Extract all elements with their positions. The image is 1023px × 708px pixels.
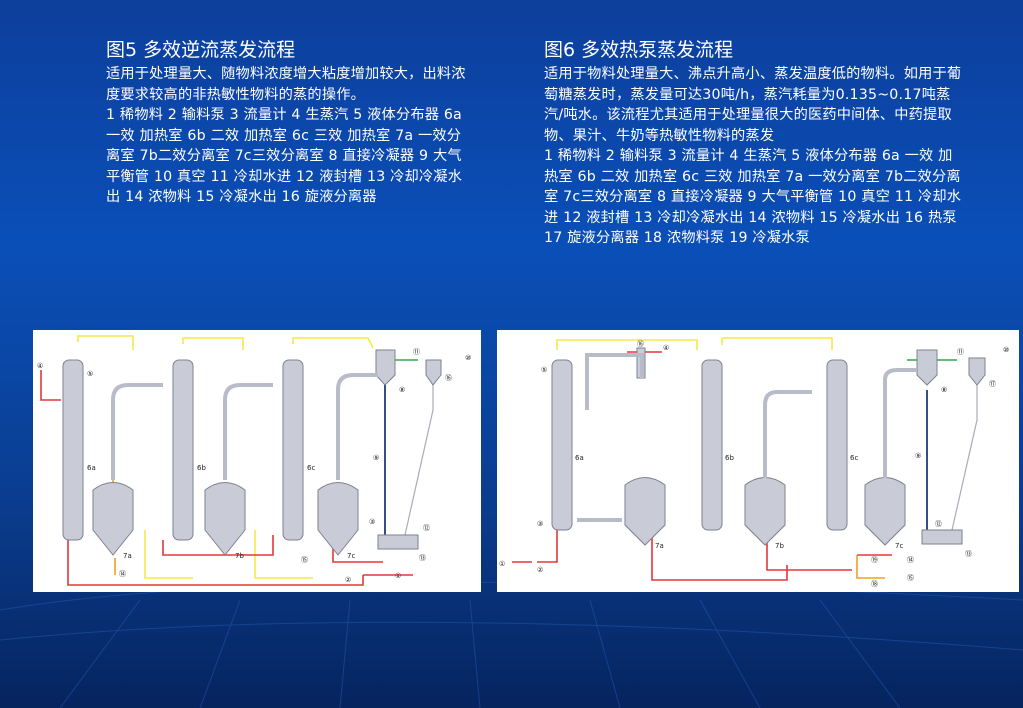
diagram-countercurrent: ④ ⑤ 6a 6b 6c 7a 7b 7c ⑧ ⑨ ⑪ ⑩ ⑯ ⑫ ⑬ ⑭ ⑮ … (33, 330, 481, 592)
heating-chamber-6a (62, 359, 84, 541)
label-8: ⑧ (399, 386, 405, 394)
label-7c: 7c (895, 542, 903, 550)
label-1: ① (395, 572, 401, 580)
label-18: ⑱ (871, 580, 878, 588)
label-3: ③ (369, 518, 375, 526)
heating-chamber-6c (826, 359, 848, 531)
label-2: ② (537, 566, 543, 574)
separator-7a (624, 477, 666, 546)
liquid-seal-tank-12 (921, 529, 963, 545)
heating-chamber-6c (282, 359, 304, 541)
label-14: ⑭ (907, 556, 914, 564)
label-12: ⑫ (423, 524, 430, 532)
label-19: ⑲ (871, 556, 878, 564)
diagram-heat-pump: ④ ⑤ ⑯ 6a 6b 6c 7a 7b 7c ⑧ ⑨ ⑪ ⑩ ⑰ ⑫ ⑬ ③ … (497, 330, 1019, 592)
separator-7b (744, 477, 786, 546)
left-title: 图5 多效逆流蒸发流程 (106, 39, 296, 61)
label-1: ① (499, 560, 505, 568)
label-9: ⑨ (915, 452, 921, 460)
separator-7a (92, 482, 134, 556)
label-5: ⑤ (87, 370, 93, 378)
label-13: ⑬ (419, 554, 426, 562)
label-3: ③ (537, 520, 543, 528)
label-15: ⑮ (907, 574, 914, 582)
label-5: ⑤ (541, 366, 547, 374)
separator-7b (204, 482, 246, 556)
label-7b: 7b (235, 552, 244, 560)
label-6c: 6c (850, 454, 858, 462)
label-11: ⑪ (413, 348, 420, 356)
label-15: ⑮ (301, 556, 308, 564)
cyclone-separator-17 (968, 357, 986, 386)
label-6b: 6b (197, 464, 206, 472)
countercurrent-flow-svg: ④ ⑤ 6a 6b 6c 7a 7b 7c ⑧ ⑨ ⑪ ⑩ ⑯ ⑫ ⑬ ⑭ ⑮ … (37, 335, 471, 586)
label-6a: 6a (575, 454, 584, 462)
label-12: ⑫ (935, 520, 942, 528)
direct-condenser-8 (916, 349, 938, 386)
label-4: ④ (663, 344, 669, 352)
label-16: ⑯ (445, 374, 452, 382)
label-10: ⑩ (1003, 346, 1009, 354)
separator-7c (864, 477, 906, 546)
label-11: ⑪ (957, 348, 964, 356)
separator-7c (317, 482, 359, 556)
heating-chamber-6b (701, 359, 723, 531)
left-legend: 1 稀物料 2 输料泵 3 流量计 4 生蒸汽 5 液体分布器 6a 一效 加热… (106, 107, 463, 205)
left-text-block: 图5 多效逆流蒸发流程 适用于处理量大、随物料浓度增大粘度增加较大，出料浓度要求… (106, 38, 466, 208)
right-text-block: 图6 多效热泵蒸发流程 适用于物料处理量大、沸点升高小、蒸发温度低的物料。如用于… (544, 38, 964, 249)
label-6b: 6b (725, 454, 734, 462)
label-7b: 7b (775, 542, 784, 550)
heating-chamber-6a (551, 359, 573, 531)
label-13: ⑬ (965, 550, 972, 558)
right-legend: 1 稀物料 2 输料泵 3 流量计 4 生蒸汽 5 液体分布器 6a 一效 加热… (544, 148, 962, 246)
label-17: ⑰ (989, 380, 996, 388)
label-16: ⑯ (637, 340, 644, 348)
label-7a: 7a (123, 552, 132, 560)
right-description: 适用于物料处理量大、沸点升高小、蒸发温度低的物料。如用于葡萄糖蒸发时，蒸发量可达… (544, 66, 962, 144)
label-6c: 6c (307, 464, 315, 472)
cyclone-separator-16 (425, 359, 442, 386)
label-4: ④ (37, 362, 43, 370)
label-7a: 7a (655, 542, 664, 550)
left-description: 适用于处理量大、随物料浓度增大粘度增加较大，出料浓度要求较高的非热敏性物料的蒸的… (106, 66, 466, 103)
label-14: ⑭ (119, 570, 126, 578)
label-10: ⑩ (465, 354, 471, 362)
label-2: ② (345, 576, 351, 584)
label-9: ⑨ (373, 454, 379, 462)
liquid-seal-tank-12 (377, 534, 419, 550)
label-7c: 7c (347, 552, 355, 560)
right-title: 图6 多效热泵蒸发流程 (544, 39, 734, 61)
direct-condenser-8 (375, 349, 396, 386)
label-8: ⑧ (941, 386, 947, 394)
label-6a: 6a (87, 464, 96, 472)
heat-pump-flow-svg: ④ ⑤ ⑯ 6a 6b 6c 7a 7b 7c ⑧ ⑨ ⑪ ⑩ ⑰ ⑫ ⑬ ③ … (499, 337, 1009, 588)
heating-chamber-6b (172, 359, 194, 541)
